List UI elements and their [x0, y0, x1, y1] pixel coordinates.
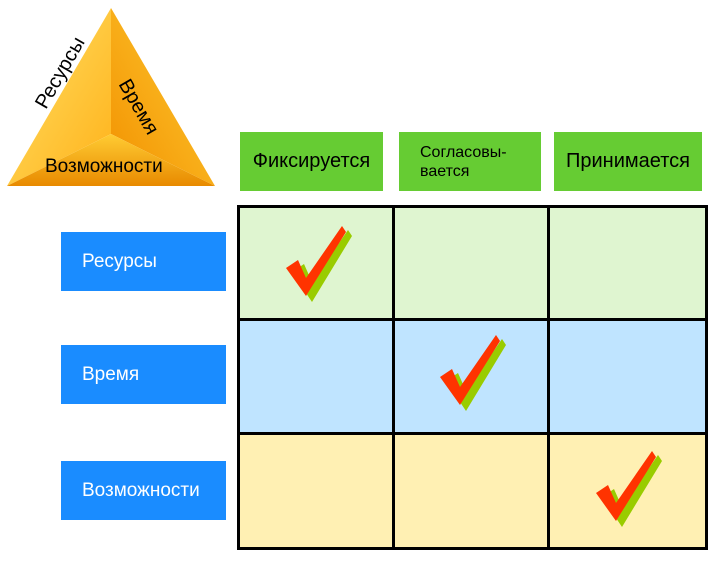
row-header-label: Время	[82, 363, 140, 385]
triangle-diagram: Ресурсы Время Возможности	[4, 6, 218, 190]
row-header-label: Возможности	[82, 479, 200, 501]
matrix-cell	[550, 208, 705, 321]
matrix-cell	[240, 208, 395, 321]
column-header-fixed: Фиксируется	[240, 132, 383, 191]
checkmark-icon	[436, 331, 508, 413]
matrix-cell	[395, 208, 550, 321]
matrix-grid	[237, 205, 708, 550]
checkmark-icon	[592, 447, 664, 529]
matrix-cell	[550, 321, 705, 435]
matrix-cell	[395, 435, 550, 547]
triangle-label-opportunities: Возможности	[45, 156, 163, 177]
checkmark-icon	[282, 222, 354, 304]
column-header-negotiated: Согласовы- вается	[399, 132, 541, 191]
column-header-label: Принимается	[566, 150, 690, 172]
column-header-label: Согласовы- вается	[420, 143, 507, 180]
matrix-cell	[240, 321, 395, 435]
matrix-cell	[240, 435, 395, 547]
row-header-time: Время	[61, 345, 226, 404]
pyramid-shape	[7, 8, 215, 186]
row-header-opportunities: Возможности	[61, 461, 226, 520]
column-header-accepted: Принимается	[554, 132, 702, 191]
matrix-cell	[550, 435, 705, 547]
matrix-cell	[395, 321, 550, 435]
row-header-label: Ресурсы	[82, 250, 157, 272]
row-header-resources: Ресурсы	[61, 232, 226, 291]
column-header-label: Фиксируется	[252, 150, 371, 172]
